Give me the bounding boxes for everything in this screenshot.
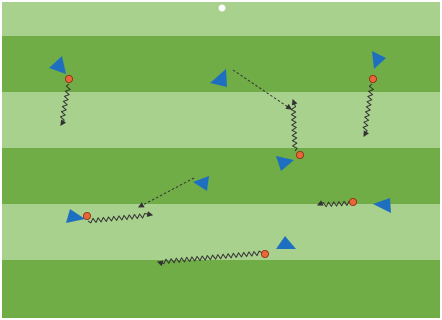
soccer-ball-icon xyxy=(368,75,377,84)
player-triangle-icon xyxy=(193,176,209,191)
pitch-stripe xyxy=(0,260,442,320)
movement-lines xyxy=(59,69,374,267)
player-triangle-icon xyxy=(210,69,227,87)
dribble-arrow xyxy=(59,83,71,127)
dribble-arrow xyxy=(362,83,374,138)
player-triangle-icon xyxy=(372,51,386,69)
soccer-ball-icon xyxy=(348,197,357,206)
players-layer xyxy=(49,51,391,249)
dribble-arrow xyxy=(156,250,263,267)
soccer-ball-icon xyxy=(295,150,304,159)
soccer-ball-icon xyxy=(65,75,74,84)
center-marker-dot xyxy=(218,4,226,12)
dribble-arrow xyxy=(87,211,154,224)
dribble-arrow xyxy=(316,200,353,208)
soccer-ball-icon xyxy=(83,211,92,220)
player-triangle-icon xyxy=(276,236,296,249)
player-triangle-icon xyxy=(276,156,294,171)
player-triangle-icon xyxy=(373,198,391,213)
player-triangle-icon xyxy=(66,209,85,223)
dribble-arrow xyxy=(290,98,298,152)
player-triangle-icon xyxy=(49,56,66,74)
pitch-stripe xyxy=(0,204,442,260)
pass-arrow xyxy=(137,177,195,208)
soccer-ball-icon xyxy=(260,249,269,258)
balls-layer xyxy=(65,75,377,258)
pitch-stripe xyxy=(0,148,442,204)
